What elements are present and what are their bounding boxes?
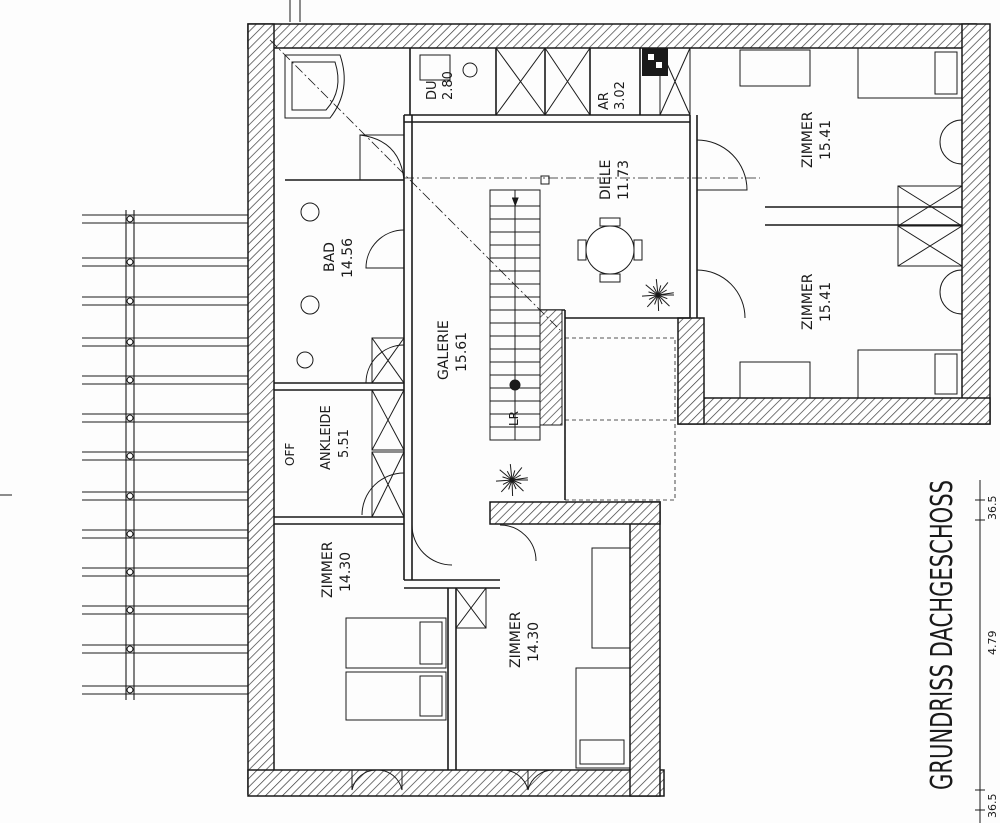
dining-table (577, 217, 643, 283)
room-label-dusche: DU (425, 80, 440, 100)
railing-bar (82, 451, 248, 461)
room-area-zimmer-ne-top: 15.41 (818, 120, 834, 160)
wardrobe-box (371, 451, 405, 518)
beds (345, 47, 963, 769)
wardrobe-box (897, 225, 963, 267)
room-label-ankleide: ANKLEIDE (319, 405, 334, 470)
top-tick-marks (0, 0, 301, 496)
room-area-bad: 14.56 (340, 238, 356, 278)
room-label-galerie: GALERIE (436, 320, 452, 380)
railing-bar (82, 214, 248, 224)
railing-bar (82, 491, 248, 501)
wardrobe-box (544, 47, 591, 116)
room-label-zimmer-s: ZIMMER (508, 611, 524, 668)
wardrobe-box (371, 337, 405, 384)
wardrobe-box (371, 389, 405, 451)
room-label-diele: DIELE (598, 160, 614, 200)
light-fixture-diele (641, 279, 674, 312)
dimension-label-middle: 4.79 (986, 631, 999, 656)
room-label-zimmer-sw: ZIMMER (320, 541, 336, 598)
desks (591, 49, 811, 649)
railing-bar (82, 567, 248, 577)
doors (351, 119, 963, 791)
room-area-zimmer-sw: 14.30 (338, 552, 354, 592)
room-label-bad: BAD (322, 242, 338, 272)
balcony-railing (82, 210, 248, 700)
room-area-diele: 11.73 (616, 160, 632, 200)
dimension-label-bottom: 36.5 (986, 794, 999, 819)
wardrobe-box (455, 587, 487, 629)
wardrobe-box (495, 47, 546, 116)
exterior-walls (247, 23, 991, 797)
room-labels: DU 2.80 AR 3.02 DIELE 11.73 ZIMMER 15.41… (283, 71, 834, 668)
label-off: OFF (283, 443, 297, 466)
label-lr: LR (507, 411, 521, 426)
roof-ridge-lines (269, 39, 760, 331)
dimension-line: 36.5 4.79 36.5 (975, 480, 999, 823)
railing-bar (82, 257, 248, 267)
room-area-dusche: 2.80 (441, 71, 456, 100)
bathroom-fixtures (284, 54, 478, 369)
railing-bar (82, 685, 248, 695)
railing-bar (82, 605, 248, 615)
light-fixture-galerie (495, 464, 528, 497)
plan-title: GRUNDRISS DACHGESCHOSS (925, 480, 960, 790)
room-area-abstell: 3.02 (613, 81, 628, 110)
stair-below-outline (564, 337, 676, 501)
railing-bar (82, 644, 248, 654)
room-label-zimmer-ne-bottom: ZIMMER (800, 273, 816, 330)
dimension-label-top: 36.5 (986, 496, 999, 521)
wardrobes (371, 47, 963, 629)
chimney (642, 48, 668, 76)
railing-bar (82, 375, 248, 385)
wardrobe-box (897, 185, 963, 227)
room-area-ankleide: 5.51 (337, 429, 352, 458)
railing-bar (82, 337, 248, 347)
staircase (489, 175, 563, 441)
railing-bar (82, 413, 248, 423)
room-label-zimmer-ne-top: ZIMMER (800, 111, 816, 168)
room-area-zimmer-s: 14.30 (526, 622, 542, 662)
railing-bar (82, 529, 248, 539)
room-area-galerie: 15.61 (454, 332, 470, 372)
railing-bar (82, 296, 248, 306)
room-label-abstell: AR (597, 92, 612, 110)
room-area-zimmer-ne-bottom: 15.41 (818, 282, 834, 322)
